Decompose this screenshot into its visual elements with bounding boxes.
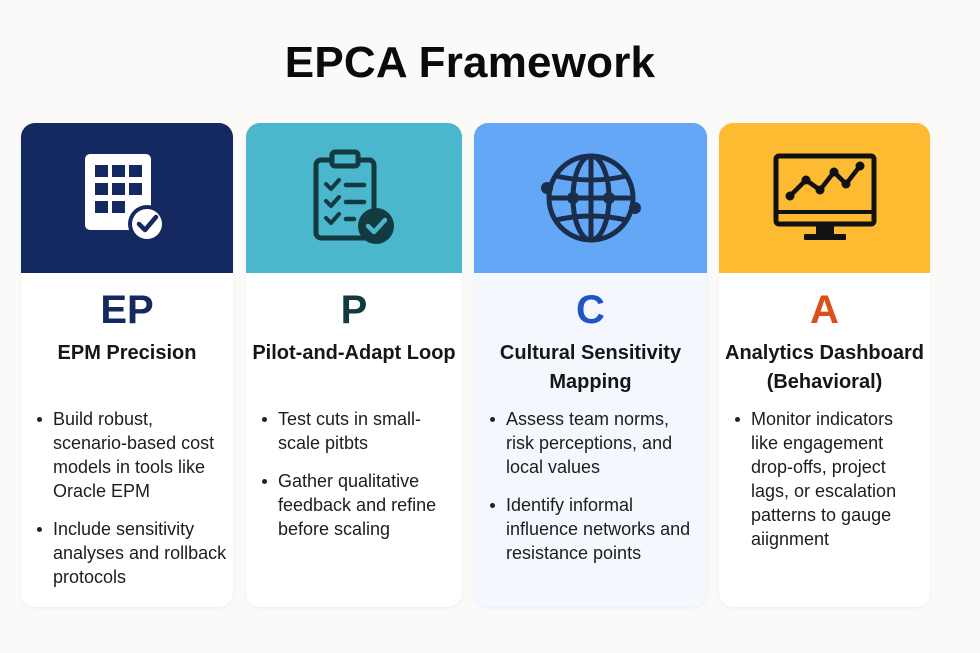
bullet-list: Assess team norms, risk perceptions, and…: [474, 407, 707, 579]
framework-cards: EP EPM Precision Build robust, scenario-…: [0, 123, 980, 613]
card-header: [474, 123, 707, 273]
card-header: [21, 123, 233, 273]
card-cultural-sensitivity: C Cultural Sensitivity Mapping Assess te…: [474, 123, 707, 607]
card-name: EPM Precision: [57, 342, 197, 364]
bullet-list: Build robust, scenario-based cost models…: [21, 407, 233, 603]
card-letter: A: [810, 288, 839, 332]
page-title: EPCA Framework: [284, 38, 656, 87]
bullet-list: Test cuts in small-scale pitbts Gather q…: [246, 407, 462, 555]
card-letter: P: [340, 288, 368, 332]
card-letter: C: [576, 288, 605, 332]
card-name: Cultural Sensitivity Mapping: [499, 342, 682, 393]
clipboard-checklist-icon: [313, 149, 394, 244]
card-analytics-dashboard: A Analytics Dashboard (Behavioral) Monit…: [719, 123, 930, 607]
list-item: Assess team norms, risk perceptions, and…: [490, 407, 701, 479]
list-item: Gather qualitative feedback and refine b…: [262, 469, 456, 541]
card-epm-precision: EP EPM Precision Build robust, scenario-…: [21, 123, 233, 607]
list-item: Build robust, scenario-based cost models…: [37, 407, 227, 503]
card-pilot-and-adapt: P Pilot-and-Adapt Loop Test cuts in smal…: [246, 123, 462, 607]
card-name: Pilot-and-Adapt Loop: [252, 342, 456, 364]
card-header: [246, 123, 462, 273]
list-item: Test cuts in small-scale pitbts: [262, 407, 456, 455]
globe-network-icon: [540, 153, 641, 243]
list-item: Identify informal influence networks and…: [490, 493, 701, 565]
list-item: Include sensitivity analyses and rollbac…: [37, 519, 227, 587]
monitor-chart-icon: [773, 153, 876, 240]
list-item: Monitor indicators like engagement drop-…: [735, 407, 924, 551]
card-letter: EP: [100, 288, 154, 332]
card-header: [719, 123, 930, 273]
spreadsheet-check-icon: [85, 154, 166, 243]
bullet-list: Monitor indicators like engagement drop-…: [719, 407, 930, 565]
card-name: Analytics Dashboard (Behavioral): [725, 342, 924, 393]
